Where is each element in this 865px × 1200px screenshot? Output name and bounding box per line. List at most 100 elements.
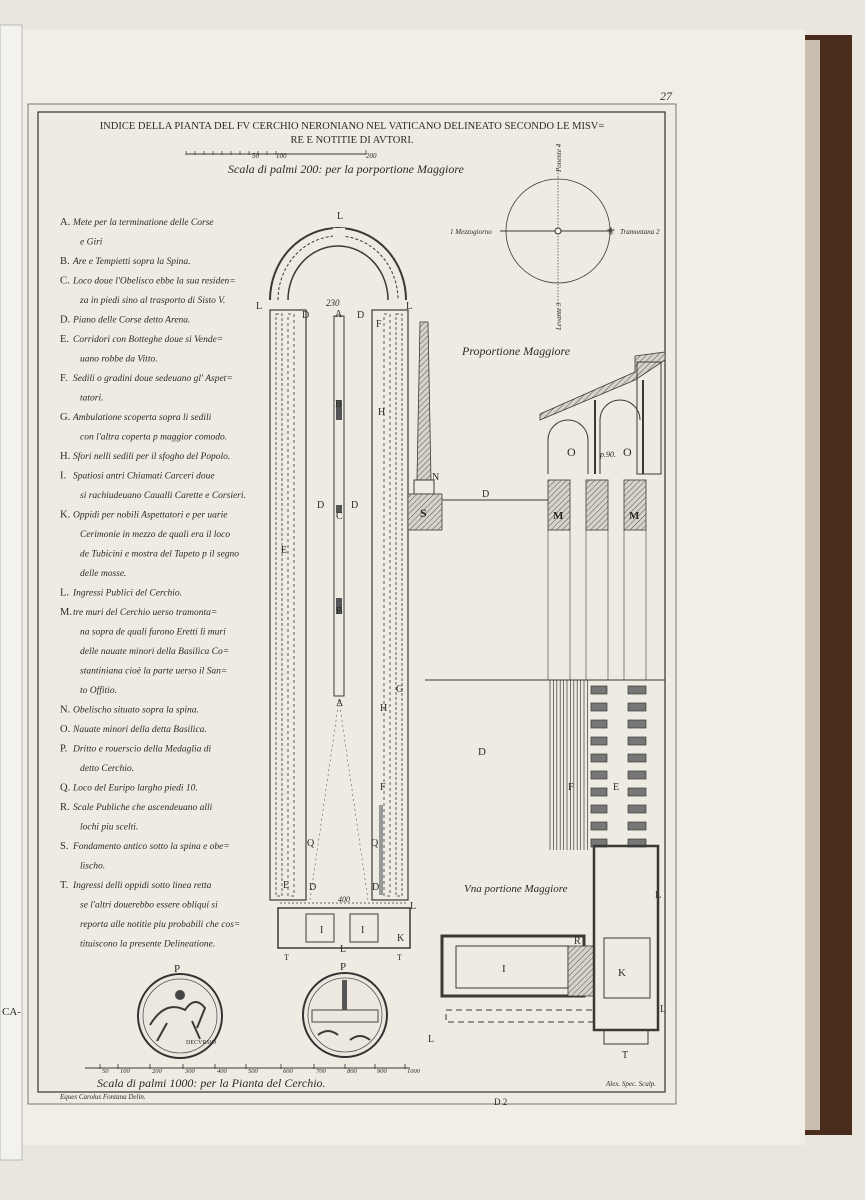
svg-text:Vna portione Maggiore: Vna portione Maggiore xyxy=(464,883,568,895)
legend-key: H. xyxy=(60,451,70,462)
svg-text:H: H xyxy=(380,703,387,714)
elevation-section: Proportione Maggiore O O p.90. S N D M M xyxy=(407,321,666,681)
shop-cell xyxy=(590,821,608,831)
legend-text: lochi piu scelti. xyxy=(80,823,138,833)
shop-cell xyxy=(590,702,608,712)
legend-key: T. xyxy=(60,880,68,891)
medal-reverse: P xyxy=(302,961,388,1058)
svg-text:L: L xyxy=(340,944,346,955)
legend-text: Oppidi per nobili Aspettatori e per uari… xyxy=(73,511,227,521)
legend-text: delle mosse. xyxy=(80,569,126,579)
legend-text: e Giri xyxy=(80,238,103,248)
shop-cell xyxy=(627,685,647,695)
svg-text:S: S xyxy=(420,506,427,520)
svg-text:F: F xyxy=(376,319,382,330)
legend-key: R. xyxy=(60,802,70,813)
title-line-2: RE E NOTITIE DI AVTORI. xyxy=(291,135,414,146)
svg-text:A: A xyxy=(335,309,343,320)
legend-key: P. xyxy=(60,744,67,755)
svg-text:H: H xyxy=(378,407,385,418)
svg-text:L: L xyxy=(256,301,262,312)
svg-text:L: L xyxy=(428,1034,434,1045)
shop-cell xyxy=(627,719,647,729)
compass-rose: ⚜ 1 Mezzogiorno Tramontana 2 Ponente 4 L… xyxy=(450,143,660,331)
svg-text:D: D xyxy=(372,882,379,893)
legend-text: Mete per la terminatione delle Corse xyxy=(72,218,214,228)
svg-text:F: F xyxy=(380,782,386,793)
shop-cell xyxy=(627,770,647,780)
svg-text:Proportione Maggiore: Proportione Maggiore xyxy=(461,344,571,358)
svg-text:F: F xyxy=(568,782,574,793)
svg-text:Q: Q xyxy=(307,838,315,849)
bottom-scale-tick: 100 xyxy=(120,1068,131,1075)
shop-cell xyxy=(590,685,608,695)
svg-text:K: K xyxy=(397,933,405,944)
draftsman-credit: Eques Carolus Fontana Delin. xyxy=(59,1093,146,1101)
legend-text: Are e Tempietti sopra la Spina. xyxy=(72,257,191,267)
svg-text:O: O xyxy=(567,445,576,459)
legend-text: delle nauate minori della Basilica Co= xyxy=(80,647,229,657)
portion-plan: D F E Vna portione Maggiore L I R K L L … xyxy=(428,680,666,1061)
svg-text:T: T xyxy=(397,953,402,962)
svg-text:K: K xyxy=(618,967,626,979)
legend-text: Loco doue l'Obelisco ebbe la sua residen… xyxy=(72,277,236,287)
svg-text:E: E xyxy=(613,782,619,793)
legend-text: detto Cerchio. xyxy=(80,764,134,774)
legend-text: Sedili o gradini doue sedeuano gl' Aspet… xyxy=(73,374,233,384)
svg-text:D: D xyxy=(478,746,486,758)
svg-text:E: E xyxy=(283,880,289,891)
svg-text:T: T xyxy=(284,953,289,962)
svg-text:M: M xyxy=(629,510,640,522)
legend-text: Scale Publiche che ascendeuano alli xyxy=(73,803,213,813)
shop-cell xyxy=(590,719,608,729)
shop-cell xyxy=(627,753,647,763)
bottom-scale-tick: 500 xyxy=(248,1068,259,1075)
shop-cell xyxy=(590,736,608,746)
left-page-fragment xyxy=(0,24,23,1161)
legend-text: stantiniana cioè la parte uerso il San= xyxy=(80,667,227,677)
bottom-scale-tick: 50 xyxy=(102,1068,109,1075)
top-scale-tick: 100 xyxy=(276,152,287,160)
legend-key: O. xyxy=(60,724,70,735)
legend-text: na sopra de quali furono Eretti li muri xyxy=(80,627,226,638)
shop-cell xyxy=(590,753,608,763)
circus-plan xyxy=(269,227,411,949)
legend-text: tituiscono la presente Delineatione. xyxy=(80,940,215,950)
svg-text:E: E xyxy=(281,545,287,556)
compass-south-label: Levante 3 xyxy=(555,302,563,331)
legend-text: reporta alle notitie piu probabili che c… xyxy=(80,920,240,930)
shop-cell xyxy=(590,804,608,814)
plate-inner-frame xyxy=(37,111,666,1093)
legend-text: Spatiosi antri Chiamati Carceri doue xyxy=(73,472,215,482)
svg-text:B: B xyxy=(336,606,343,617)
legend-text: si rachiudeuano Caualli Carette e Corsie… xyxy=(80,491,246,501)
medal-inscription: DECVRSIO xyxy=(186,1040,217,1046)
legend-key: C. xyxy=(60,276,70,287)
legend-text: Corridori con Botteghe doue si Vende= xyxy=(73,335,223,345)
legend-key: B. xyxy=(60,256,70,267)
legend-text: Ingressi Publici del Cerchio. xyxy=(72,589,182,599)
svg-text:L: L xyxy=(406,301,412,312)
legend-text: tre muri del Cerchio uerso tramonta= xyxy=(73,608,217,618)
svg-text:B: B xyxy=(335,399,342,410)
legend-key: M. xyxy=(60,607,72,618)
legend-text: con l'altra coperta p maggior comodo. xyxy=(80,433,227,443)
svg-text:R: R xyxy=(574,936,581,947)
shop-cell xyxy=(627,736,647,746)
svg-text:L: L xyxy=(660,1004,666,1015)
svg-text:230: 230 xyxy=(326,298,340,308)
legend-text: Nauate minori della detta Basilica. xyxy=(72,725,207,735)
svg-text:Q: Q xyxy=(371,838,379,849)
legend-text: Obelischo situato sopra la spina. xyxy=(73,706,199,716)
svg-text:G: G xyxy=(396,684,403,695)
legend-text: Cerimonie in mezzo de quali era il loco xyxy=(80,530,230,540)
legend-text: Loco del Euripo largho piedi 10. xyxy=(72,784,198,794)
circus-plan-labels: L L L 230 A D D F B H D C D E B G A H F … xyxy=(256,211,416,962)
legend-key: S. xyxy=(60,841,68,852)
svg-text:N: N xyxy=(432,472,439,483)
svg-text:M: M xyxy=(553,510,564,522)
svg-text:p.90.: p.90. xyxy=(599,450,616,459)
svg-text:I: I xyxy=(361,925,364,936)
bottom-scale-caption: Scala di palmi 1000: per la Pianta del C… xyxy=(97,1076,326,1090)
legend-key: A. xyxy=(60,217,70,228)
